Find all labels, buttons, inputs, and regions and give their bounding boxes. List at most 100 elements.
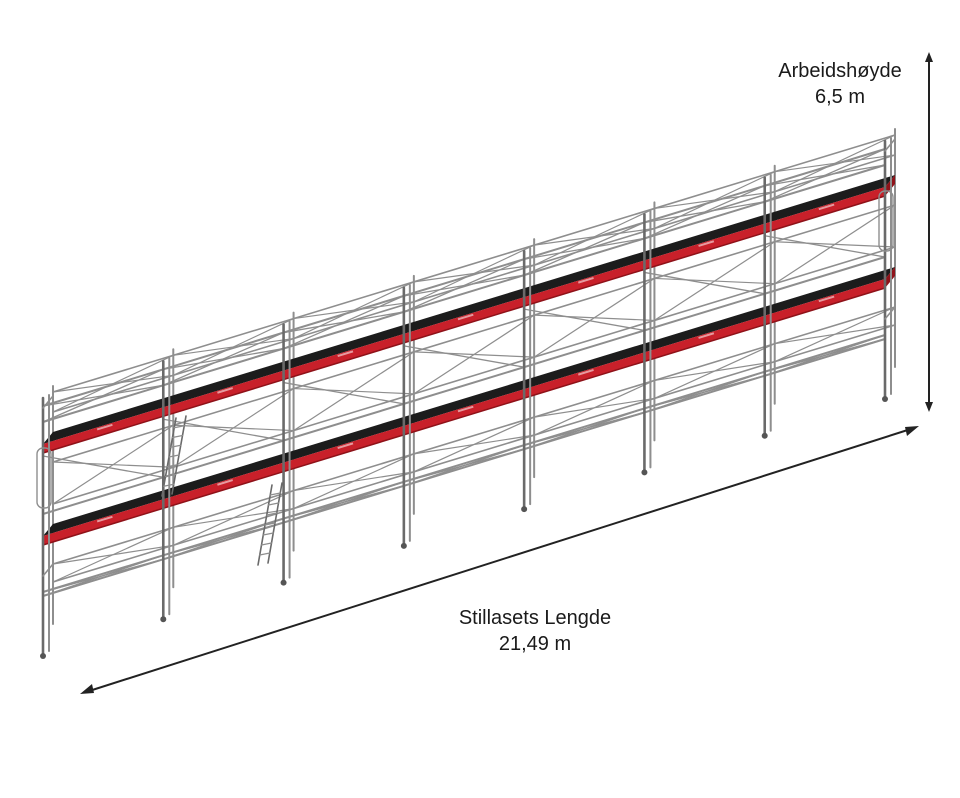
length-arrow-left <box>80 684 94 694</box>
front-brace <box>162 331 285 386</box>
front-brace <box>282 381 405 405</box>
deck-brand-mark <box>96 423 113 431</box>
base-plate <box>160 616 167 623</box>
deck-brand-mark <box>337 442 354 450</box>
base-plate <box>280 579 287 586</box>
front-guardrail <box>42 164 886 423</box>
deck-platform <box>43 175 895 444</box>
base-plate <box>882 396 888 402</box>
toe-board <box>43 279 885 545</box>
front-guardrail <box>42 148 886 407</box>
length-label-text: Stillasets Lengde <box>458 607 612 629</box>
front-brace <box>42 368 164 423</box>
deck-brand-mark <box>818 203 835 211</box>
dimension-lines <box>80 52 933 694</box>
base-plate <box>400 542 407 549</box>
base-plate <box>521 506 528 513</box>
ladder-lower-rung <box>260 542 273 546</box>
ladder-lower-rung <box>267 502 280 506</box>
front-brace <box>162 418 285 442</box>
front-brace <box>403 258 525 313</box>
height-arrow-top <box>925 52 933 62</box>
ladder-lower-rung <box>269 492 281 496</box>
length-dimension-line <box>85 427 915 693</box>
front-brace <box>764 148 886 203</box>
front-brace <box>282 295 405 350</box>
end-frame-bottom <box>884 306 896 320</box>
front-brace <box>643 371 766 414</box>
deck-brand-mark <box>217 479 234 486</box>
end-frame-guard <box>36 447 52 509</box>
base-plate <box>641 469 648 476</box>
scaffold-illustration <box>36 128 896 659</box>
height-label-text: Arbeidshøyde <box>778 60 902 82</box>
back-brace <box>52 424 174 505</box>
base-plate <box>761 432 768 439</box>
ladder-upper-rung <box>173 425 185 429</box>
back-brace <box>172 387 295 468</box>
back-brace <box>653 241 776 322</box>
end-frame-top <box>42 395 54 409</box>
front-brace <box>523 308 646 332</box>
ladder-upper-rung <box>166 464 178 468</box>
back-brace <box>413 416 535 473</box>
length-dimension-label: Stillasets Lengde 21,49 m <box>430 605 640 657</box>
back-rail <box>52 204 896 463</box>
front-brace <box>403 444 525 487</box>
length-label-value: 21,49 m <box>498 633 572 655</box>
back-rail <box>52 306 896 565</box>
back-brace <box>292 351 415 432</box>
front-guardrail <box>42 256 886 515</box>
back-brace <box>774 306 896 363</box>
deck-brand-mark <box>457 313 474 321</box>
front-brace <box>403 345 525 368</box>
deck-brand-mark <box>96 515 113 523</box>
front-brace <box>42 455 164 478</box>
deck-brand-mark <box>337 350 354 358</box>
length-arrow-right <box>905 426 919 436</box>
deck-brand-mark <box>577 276 594 284</box>
front-brace <box>42 554 164 597</box>
end-frame-bottom <box>42 563 54 577</box>
front-brace <box>764 334 886 377</box>
ladder-upper-rung <box>171 434 184 439</box>
front-brace <box>523 221 646 276</box>
back-brace <box>533 277 656 358</box>
back-rail <box>52 324 896 583</box>
back-brace <box>774 204 896 285</box>
back-brace <box>413 314 535 395</box>
deck-brand-mark <box>818 295 835 303</box>
ladder-lower-rung <box>266 512 278 516</box>
height-label-value: 6,5 m <box>814 86 866 108</box>
back-brace <box>533 379 656 436</box>
front-brace <box>523 407 646 450</box>
height-dimension-label: Arbeidshøyde 6,5 m <box>760 58 920 110</box>
ladder-lower-rung <box>262 532 274 536</box>
ladder-upper-rung <box>163 483 175 487</box>
back-rail <box>52 134 896 393</box>
front-brace <box>643 271 766 295</box>
deck-brand-mark <box>217 387 234 394</box>
ladder-lower-rung <box>264 522 276 526</box>
deck-brand-mark <box>698 240 715 247</box>
ladder-upper-rung <box>170 444 182 448</box>
toe-board-edge <box>42 195 886 454</box>
deck-brand-mark <box>577 368 594 376</box>
back-brace <box>52 526 174 583</box>
back-brace <box>653 343 776 400</box>
height-arrow-bottom <box>925 402 933 412</box>
front-brace <box>643 185 766 240</box>
base-plate <box>40 653 46 659</box>
deck-platform <box>43 267 895 536</box>
ladder-lower-rung <box>259 552 271 556</box>
end-frame-top <box>884 138 896 152</box>
front-brace <box>764 235 886 258</box>
front-brace <box>162 517 285 560</box>
ladder-upper-rung <box>168 454 180 458</box>
end-frame-guard <box>878 190 894 252</box>
toe-board <box>43 187 885 453</box>
toe-board-edge <box>42 287 886 546</box>
back-brace <box>172 489 295 546</box>
back-rail <box>52 246 896 505</box>
back-brace <box>292 453 415 510</box>
